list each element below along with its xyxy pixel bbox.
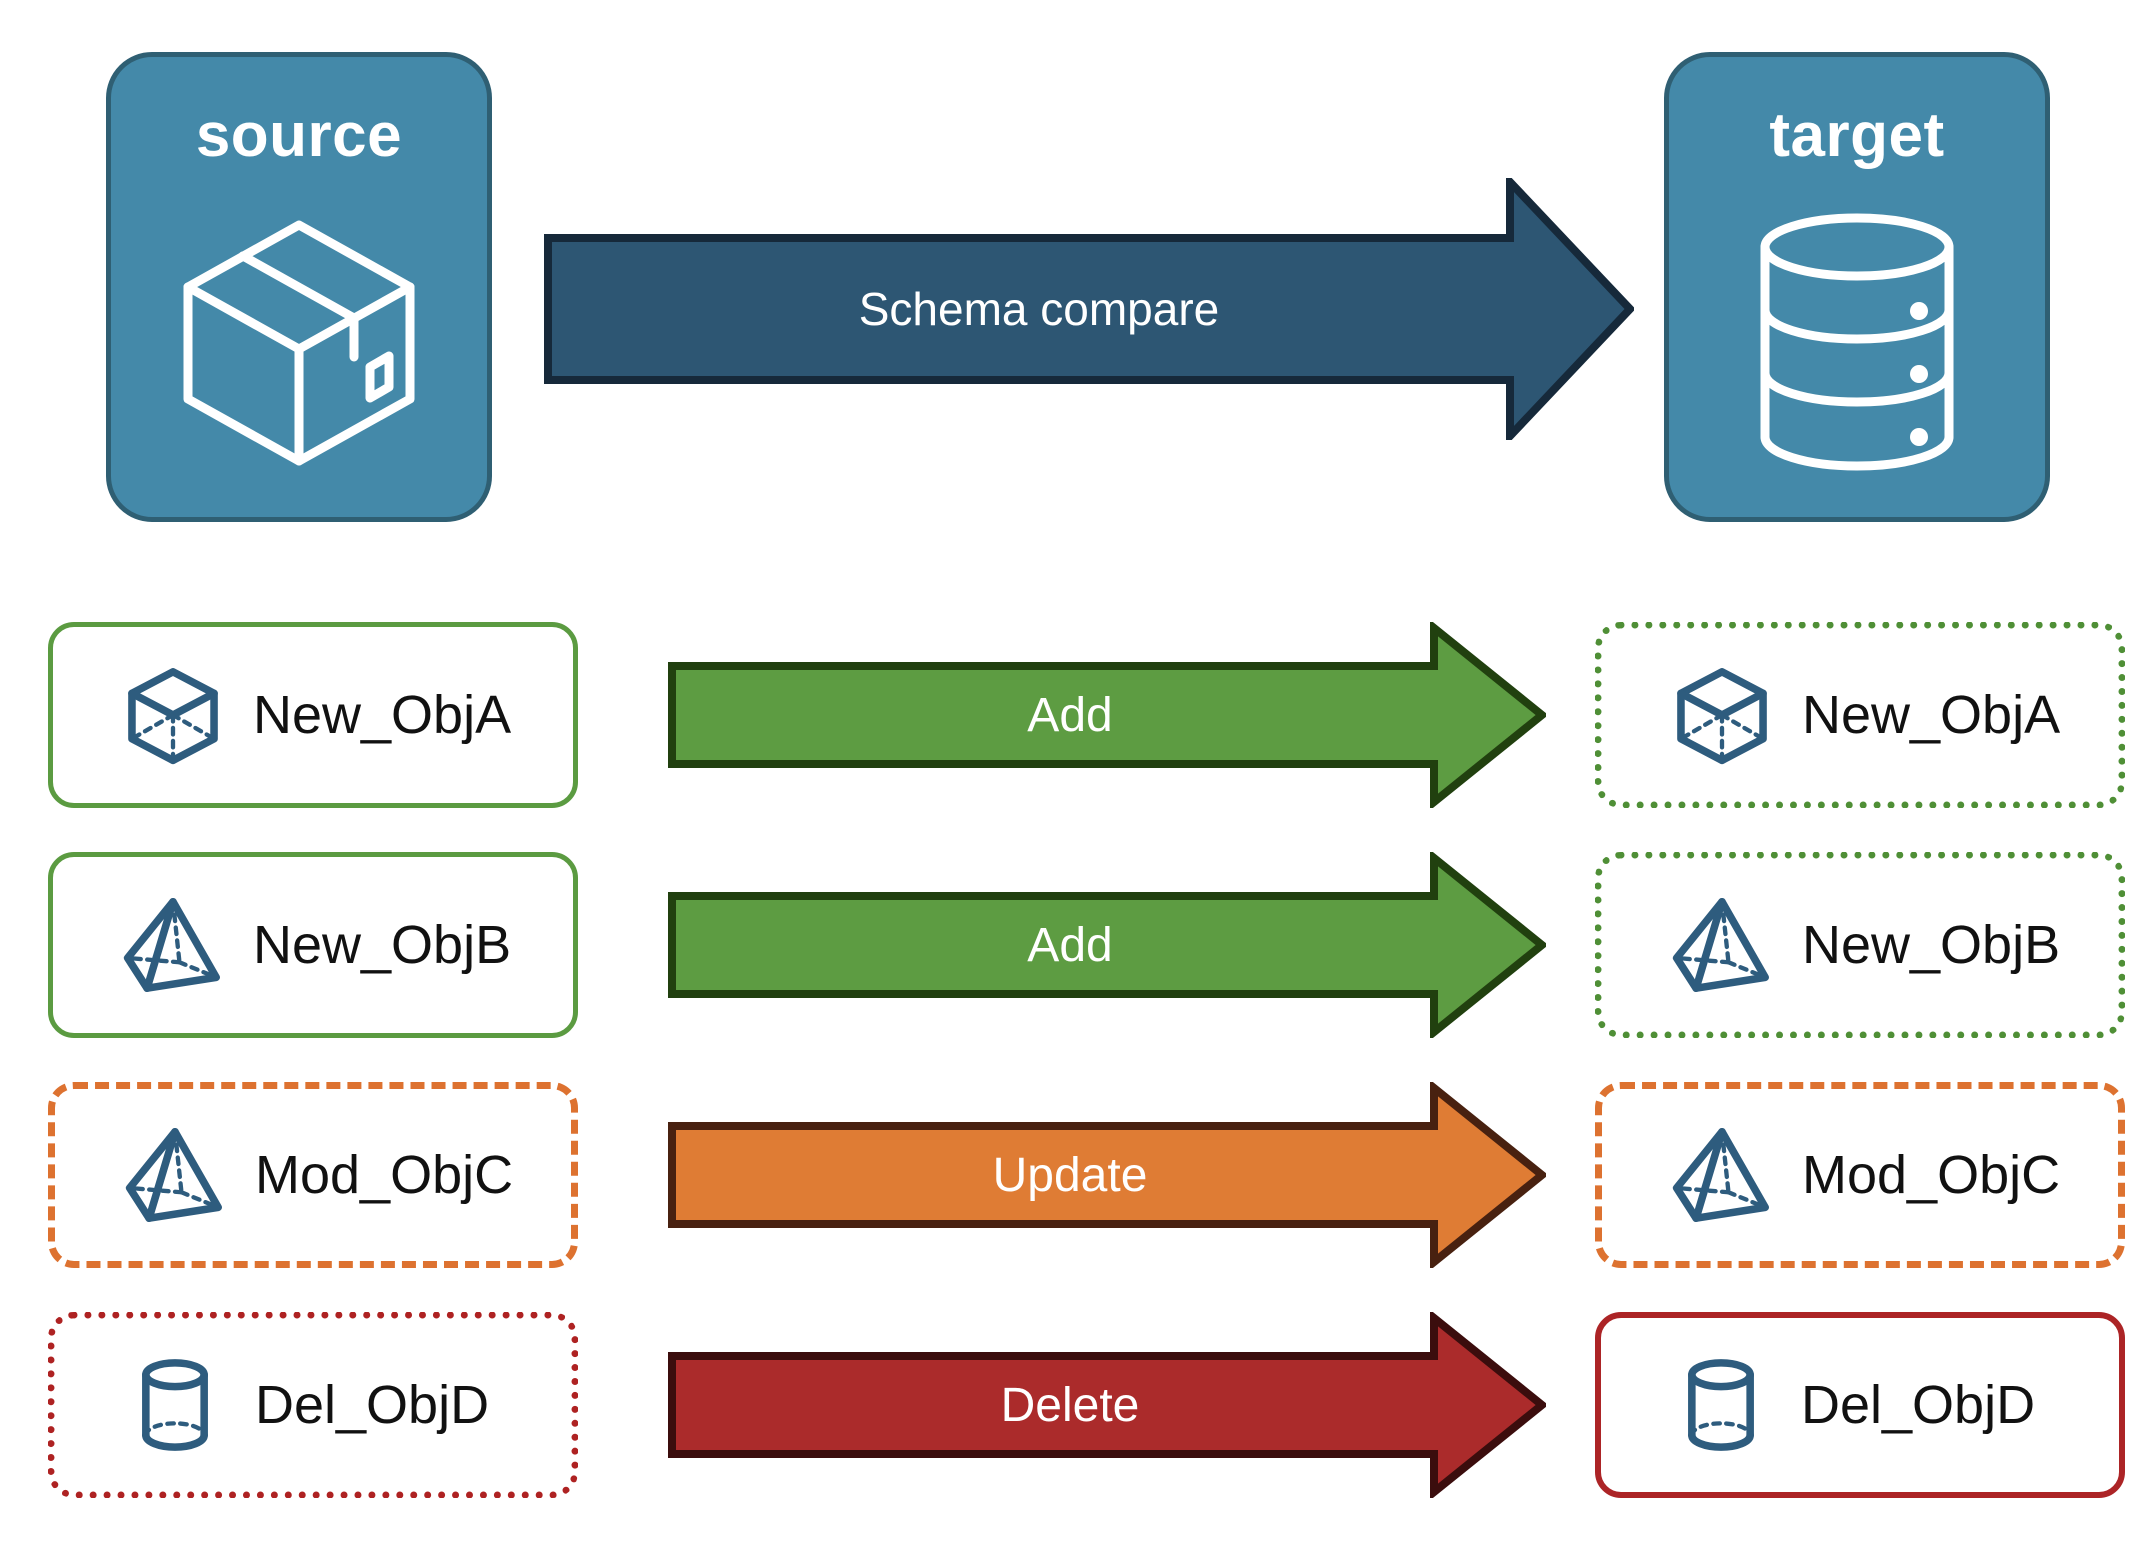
right-arrow-icon (544, 171, 1636, 447)
source-object-label: New_ObjB (253, 915, 512, 975)
target-title: target (1769, 101, 1945, 170)
cube-icon (1677, 668, 1767, 765)
source-object-card[interactable]: New_ObjA (48, 622, 578, 808)
pyramid-icon (1672, 1128, 1769, 1222)
object-row: Mod_ObjC Update Mod_ObjC (0, 1082, 2150, 1268)
target-object-label: New_ObjB (1802, 915, 2061, 975)
object-row: New_ObjA Add New_ObjA (0, 622, 2150, 808)
target-object-card[interactable]: New_ObjB (1595, 852, 2125, 1038)
schema-compare-arrow[interactable]: Schema compare (544, 171, 1636, 447)
add-arrow[interactable] (668, 622, 1546, 808)
pyramid-icon (125, 1128, 222, 1222)
object-row: New_ObjB Add New_ObjB (0, 852, 2150, 1038)
delete-arrow[interactable] (668, 1312, 1546, 1498)
target-object-label: New_ObjA (1802, 685, 2061, 745)
target-panel[interactable]: target (1664, 52, 2050, 522)
cube-icon (128, 668, 218, 765)
source-object-label: Mod_ObjC (255, 1145, 514, 1205)
source-object-card[interactable]: Del_ObjD (48, 1312, 578, 1498)
add-arrow[interactable] (668, 852, 1546, 1038)
pyramid-icon (1672, 898, 1769, 992)
cylinder-icon (142, 1359, 208, 1451)
cylinder-icon (1688, 1359, 1754, 1451)
source-title: source (195, 101, 403, 170)
source-object-card[interactable]: New_ObjB (48, 852, 578, 1038)
target-object-card[interactable]: Del_ObjD (1595, 1312, 2125, 1498)
package-box-icon (111, 167, 487, 517)
target-object-card[interactable]: Mod_ObjC (1595, 1082, 2125, 1268)
object-row: Del_ObjD Delete Del_ObjD (0, 1312, 2150, 1498)
source-object-card[interactable]: Mod_ObjC (48, 1082, 578, 1268)
source-object-label: New_ObjA (253, 685, 512, 745)
pyramid-icon (123, 898, 220, 992)
source-object-label: Del_ObjD (255, 1375, 490, 1435)
target-object-card[interactable]: New_ObjA (1595, 622, 2125, 808)
target-object-label: Del_ObjD (1801, 1375, 2036, 1435)
source-panel[interactable]: source (106, 52, 492, 522)
update-arrow[interactable] (668, 1082, 1546, 1268)
database-cylinder-icon (1669, 167, 2045, 517)
target-object-label: Mod_ObjC (1802, 1145, 2061, 1205)
